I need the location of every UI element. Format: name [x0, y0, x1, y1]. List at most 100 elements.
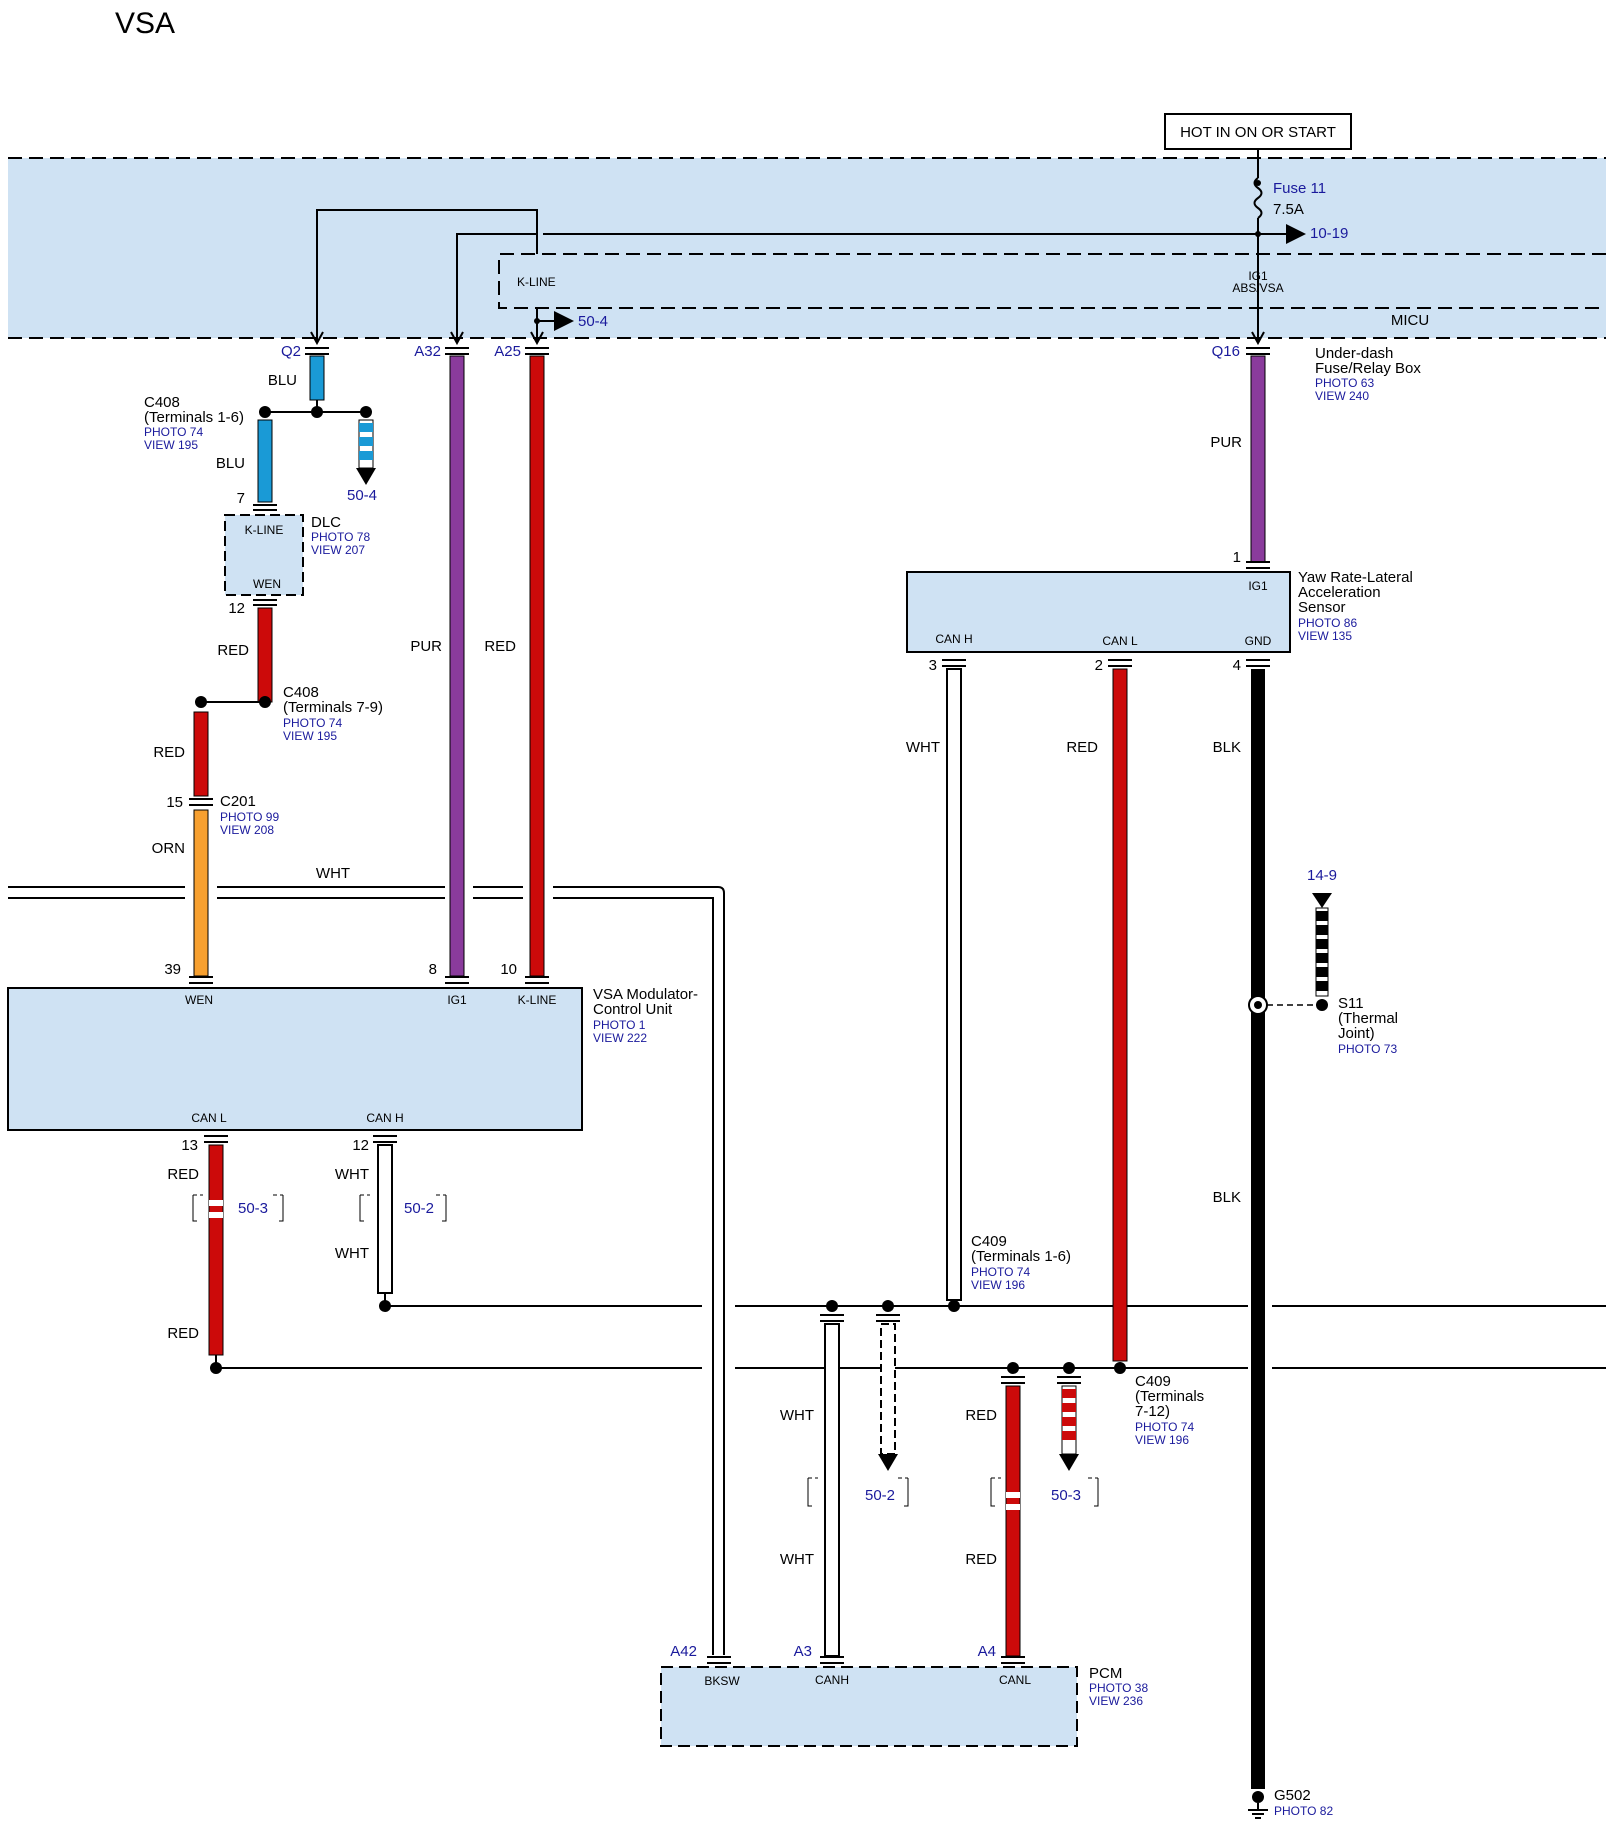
yaw-name-3: Sensor [1298, 599, 1346, 616]
c408b-view: VIEW 195 [283, 729, 337, 743]
fuse-symbol [1253, 177, 1263, 219]
c409a-terminals: (Terminals 1-6) [971, 1248, 1071, 1265]
s11-name: S11 [1338, 995, 1364, 1012]
c409b-terminals-1: (Terminals [1135, 1388, 1204, 1405]
yaw-canh-label: CAN H [935, 632, 972, 646]
c408a-name: C408 [144, 394, 180, 411]
micu-label: MICU [1391, 312, 1429, 329]
yaw-sensor-box [906, 571, 1291, 653]
under-dash-fuse-box-area [8, 158, 1606, 338]
wire-wht-vsa-label-2: WHT [335, 1245, 369, 1262]
vsa-wen-label: WEN [185, 993, 213, 1007]
yaw-gnd-label: GND [1245, 634, 1272, 648]
vsa-pin-10: 10 [500, 961, 517, 978]
ground-name: G502 [1274, 1787, 1311, 1804]
pcm-canh-label: CANH [815, 1673, 849, 1687]
yaw-name-1: Yaw Rate-Lateral [1298, 569, 1413, 586]
s11-desc-2: Joint) [1338, 1025, 1375, 1042]
hot-in-on-label: HOT IN ON OR START [1180, 124, 1336, 141]
pcm-name: PCM [1089, 1665, 1122, 1682]
yaw-ig1-label: IG1 [1248, 579, 1268, 593]
pin-q16: Q16 [1212, 343, 1240, 360]
pin-a25: A25 [494, 343, 521, 360]
wire-red-a25 [529, 355, 545, 977]
c201-pin-15: 15 [166, 794, 183, 811]
c409b-name: C409 [1135, 1373, 1171, 1390]
vsa-view: VIEW 222 [593, 1031, 647, 1045]
yaw-pin-1: 1 [1233, 549, 1241, 566]
wire-red-dlc-label: RED [217, 642, 249, 659]
dlc-pin-7: 7 [237, 490, 245, 507]
wire-blu-dlc [257, 419, 273, 503]
pcm-canl-label: CANL [999, 1673, 1031, 1687]
kline-ref-50-4: 50-4 [578, 313, 608, 330]
relay-box-photo: PHOTO 63 [1315, 376, 1374, 390]
c409b-view: VIEW 196 [1135, 1433, 1189, 1447]
wire-orn [193, 809, 209, 977]
c409a-view: VIEW 196 [971, 1278, 1025, 1292]
s11-ref: 14-9 [1307, 867, 1337, 884]
pin-q2: Q2 [281, 343, 301, 360]
vsa-pin-8: 8 [429, 961, 437, 978]
dlc-kline-label: K-LINE [245, 523, 284, 537]
wire-red-label: RED [484, 638, 516, 655]
wire-red-pcm-canl [1005, 1385, 1021, 1657]
vsa-pin-39: 39 [164, 961, 181, 978]
fuse-rating: 7.5A [1273, 201, 1304, 218]
arrow-down-50-4 [356, 468, 376, 485]
pcm-box [660, 1666, 1078, 1747]
ref-50-2-pcm: 50-2 [865, 1487, 895, 1504]
wire-pur-q16 [1250, 355, 1266, 563]
yaw-name-2: Acceleration [1298, 584, 1381, 601]
fuse-ref: 10-19 [1310, 225, 1348, 242]
wire-red-c201-label: RED [153, 744, 185, 761]
relay-box-view: VIEW 240 [1315, 389, 1369, 403]
vsa-kline-label: K-LINE [518, 993, 557, 1007]
wire-red-dlc [257, 607, 273, 703]
relay-box-name-2: Fuse/Relay Box [1315, 360, 1421, 377]
wire-pur-label: PUR [410, 638, 442, 655]
micu-ig1-label: IG1 [1248, 269, 1268, 283]
wire-wht-bus-label: WHT [316, 865, 350, 882]
yaw-pin-4: 4 [1233, 657, 1241, 674]
vsa-name-1: VSA Modulator- [593, 986, 698, 1003]
wire-red-yaw-canl [1112, 668, 1128, 1362]
s11-desc-1: (Thermal [1338, 1010, 1398, 1027]
wire-blu-label-1: BLU [268, 372, 297, 389]
ref-50-3-pcm: 50-3 [1051, 1487, 1081, 1504]
c408b-terminals: (Terminals 7-9) [283, 699, 383, 716]
c409a-photo: PHOTO 74 [971, 1265, 1030, 1279]
yaw-view: VIEW 135 [1298, 629, 1352, 643]
yaw-pin-2: 2 [1095, 657, 1103, 674]
vsa-name-2: Control Unit [593, 1001, 673, 1018]
wire-blu-q2 [309, 355, 325, 401]
wire-orn-label: ORN [152, 840, 185, 857]
wire-pur-q16-label: PUR [1210, 434, 1242, 451]
wire-blk-label-2: BLK [1213, 1189, 1241, 1206]
wire-blk-label-1: BLK [1213, 739, 1241, 756]
micu-box [498, 253, 1606, 309]
yaw-photo: PHOTO 86 [1298, 616, 1357, 630]
c201-photo: PHOTO 99 [220, 810, 279, 824]
c409b-photo: PHOTO 74 [1135, 1420, 1194, 1434]
wire-wht-vsa-canh [377, 1144, 393, 1294]
wire-wht-yaw-canh [946, 668, 962, 1301]
wire-wht-pcm-canh [824, 1323, 840, 1657]
pcm-pin-a3: A3 [794, 1643, 812, 1660]
c409a-name: C409 [971, 1233, 1007, 1250]
c201-name: C201 [220, 793, 256, 810]
yaw-pin-3: 3 [929, 657, 937, 674]
wire-red-vsa-label-1: RED [167, 1166, 199, 1183]
wire-red-vsa-label-2: RED [167, 1325, 199, 1342]
c409b-terminals-2: 7-12) [1135, 1403, 1170, 1420]
c408a-view: VIEW 195 [144, 438, 198, 452]
pin-a32: A32 [414, 343, 441, 360]
wire-red-yaw-label: RED [1066, 739, 1098, 756]
wire-red-pcm-label-2: RED [965, 1551, 997, 1568]
pcm-pin-a42: A42 [670, 1643, 697, 1660]
pcm-view: VIEW 236 [1089, 1694, 1143, 1708]
dlc-pin-12: 12 [228, 600, 245, 617]
ref-50-4-c408: 50-4 [347, 487, 377, 504]
c408a-terminals: (Terminals 1-6) [144, 409, 244, 426]
